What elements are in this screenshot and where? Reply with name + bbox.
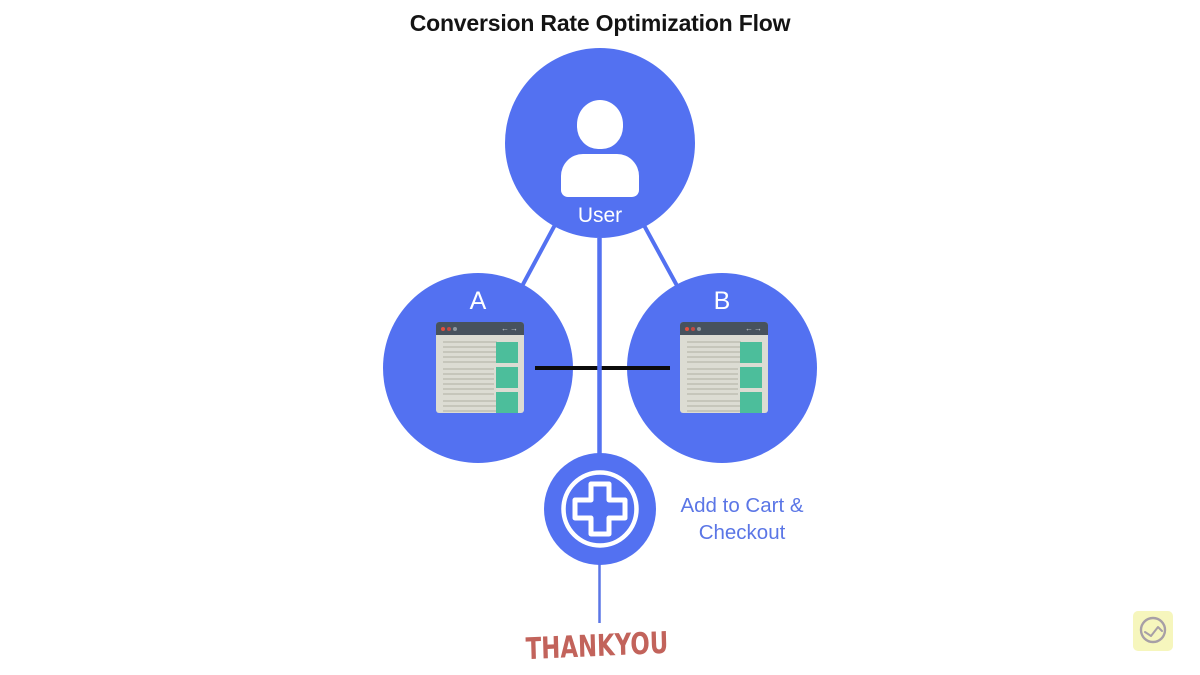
add-to-cart-line2: Checkout: [698, 521, 786, 544]
page-title: Conversion Rate Optimization Flow: [409, 10, 791, 36]
user-icon: [577, 100, 623, 149]
node-variant-b: B ←→: [627, 273, 817, 463]
browser-window-dots-icon: [441, 326, 457, 331]
browser-titlebar: ←→: [436, 322, 524, 335]
text-placeholder-lines: [687, 341, 741, 413]
node-b-label: B: [713, 287, 731, 315]
add-to-cart-line1: Add to Cart &: [680, 494, 804, 517]
node-user-label: User: [577, 204, 623, 227]
node-variant-a: A ←→: [383, 273, 573, 463]
browser-page-content: [443, 340, 518, 413]
node-add-to-cart-label: Add to Cart & Checkout: [662, 492, 822, 546]
node-user: User: [505, 48, 695, 238]
node-a-label: A: [469, 287, 487, 315]
node-add-to-cart: [544, 453, 656, 565]
thumbnail-blocks: [740, 342, 762, 413]
browser-page-content: [687, 340, 762, 413]
browser-nav-arrows-icon: ←→: [745, 323, 763, 333]
user-icon-torso: [561, 154, 639, 197]
wave-circle-icon: [1139, 616, 1167, 644]
text-placeholder-lines: [443, 341, 497, 413]
browser-nav-arrows-icon: ←→: [501, 323, 519, 333]
browser-window-icon: ←→: [680, 322, 768, 413]
thumbnail-blocks: [496, 342, 518, 413]
browser-titlebar: ←→: [680, 322, 768, 335]
browser-window-dots-icon: [685, 326, 701, 331]
logo-badge[interactable]: [1133, 611, 1173, 651]
browser-window-icon: ←→: [436, 322, 524, 413]
thankyou-label: THANKYOU: [525, 625, 669, 668]
plus-circle-icon: [561, 470, 639, 548]
